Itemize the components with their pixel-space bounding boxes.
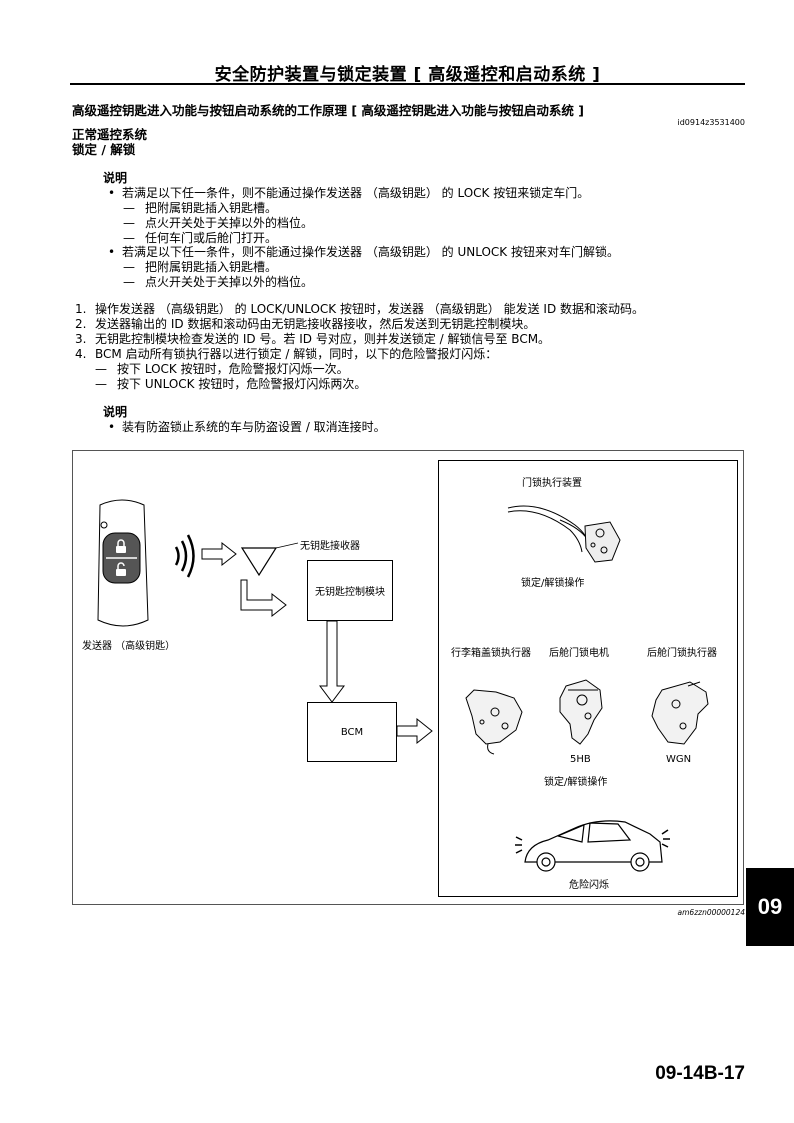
section-tab: 09	[746, 868, 794, 946]
door-lock-actuator-drawing	[507, 505, 621, 563]
keyless-control-module-box: 无钥匙控制模块	[307, 560, 393, 621]
actuator-panel	[438, 460, 738, 897]
step-sub-item: —按下 LOCK 按钮时，危险警报灯闪烁一次。	[95, 362, 349, 376]
signal-waves	[174, 534, 195, 578]
section-title: 高级遥控钥匙进入功能与按钮启动系统的工作原理 [ 高级遥控钥匙进入功能与按钮启动…	[72, 103, 584, 118]
page-number: 09-14B-17	[655, 1063, 745, 1084]
hazard-flash-rear	[661, 829, 670, 848]
note-bullet: •装有防盗锁止系统的车与防盗设置 / 取消连接时。	[108, 420, 386, 434]
transmitter-drawing	[97, 499, 149, 627]
note-sub-item: —点火开关处于关掉以外的档位。	[123, 216, 314, 230]
arrow-receiver-to-module	[240, 579, 287, 618]
subsection-subtitle: 锁定 / 解锁	[72, 142, 136, 157]
note-sub-item: —把附属钥匙插入钥匙槽。	[123, 201, 278, 215]
variant-tag-wgn: WGN	[666, 754, 692, 765]
door-lock-operation-label: 锁定/解锁操作	[521, 578, 585, 589]
note-sub-item: —把附属钥匙插入钥匙槽。	[123, 260, 278, 274]
arrow-module-to-bcm	[319, 620, 345, 703]
transmitter-label: 发送器 （高级钥匙）	[82, 641, 176, 652]
receiver-drawing	[240, 547, 278, 577]
note-sub-item: —点火开关处于关掉以外的档位。	[123, 275, 314, 289]
door-lock-title: 门锁执行装置	[522, 478, 582, 489]
receiver-label: 无钥匙接收器	[300, 541, 360, 552]
receiver-leader-line	[275, 542, 299, 549]
hazard-flash-label: 危险闪烁	[569, 880, 609, 891]
subsection-title: 正常遥控系统	[72, 127, 148, 142]
header-rule	[70, 83, 745, 85]
figure-frame	[72, 450, 744, 905]
arrow-bcm-to-actuators	[396, 717, 433, 745]
liftgate-motor-label: 后舱门锁电机	[549, 648, 609, 659]
step-sub-item: —按下 UNLOCK 按钮时，危险警报灯闪烁两次。	[95, 377, 367, 391]
trunk-lock-label: 行李箱盖锁执行器	[451, 648, 531, 659]
liftgate-actuator-drawing	[651, 681, 709, 745]
car-drawing	[524, 820, 663, 872]
page-header-title: 安全防护装置与锁定装置 [ 高级遥控和启动系统 ]	[214, 65, 601, 85]
note-heading: 说明	[103, 171, 128, 185]
rear-lock-operation-label: 锁定/解锁操作	[544, 777, 608, 788]
note-sub-item: —任何车门或后舱门打开。	[123, 231, 278, 245]
liftgate-motor-drawing	[559, 679, 603, 745]
hazard-flash-front	[515, 836, 523, 854]
step-item: 2.发送器输出的 ID 数据和滚动码由无钥匙接收器接收，然后发送到无钥匙控制模块…	[75, 317, 536, 331]
liftgate-actuator-label: 后舱门锁执行器	[647, 648, 717, 659]
step-item: 4.BCM 启动所有锁执行器以进行锁定 / 解锁，同时，以下的危险警报灯闪烁：	[75, 347, 498, 361]
variant-tag-5hb: 5HB	[570, 754, 591, 765]
step-item: 3.无钥匙控制模块检查发送的 ID 号。若 ID 号对应，则并发送锁定 / 解锁…	[75, 332, 551, 346]
note-bullet: •若满足以下任一条件，则不能通过操作发送器 （高级钥匙） 的 UNLOCK 按钮…	[108, 245, 619, 259]
trunk-lock-actuator-drawing	[465, 689, 523, 755]
arrow-to-receiver	[201, 541, 237, 567]
bcm-box: BCM	[307, 702, 397, 762]
figure-id: am6zzn00000124	[677, 908, 745, 917]
note-bullet: •若满足以下任一条件，则不能通过操作发送器 （高级钥匙） 的 LOCK 按钮来锁…	[108, 186, 590, 200]
step-item: 1.操作发送器 （高级钥匙） 的 LOCK/UNLOCK 按钮时，发送器 （高级…	[75, 302, 645, 316]
note-heading: 说明	[103, 405, 128, 419]
document-id: id0914z3531400	[677, 118, 746, 127]
